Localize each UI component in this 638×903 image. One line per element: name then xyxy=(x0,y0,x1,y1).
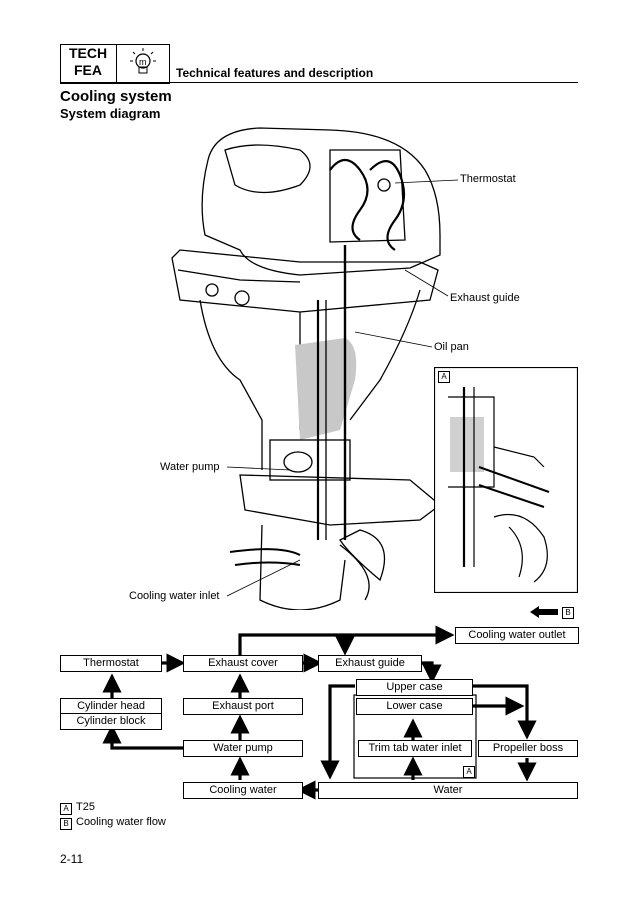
box-thermostat: Thermostat xyxy=(60,655,162,672)
box-exhaust-guide: Exhaust guide xyxy=(318,655,422,672)
box-lower-case: Lower case xyxy=(356,698,473,715)
legend-text-a: T25 xyxy=(76,801,95,813)
box-upper-case: Upper case xyxy=(356,679,473,696)
tech-fea-label: TECH FEA xyxy=(61,45,115,83)
legend-tag-b: B xyxy=(60,818,72,830)
flow-arrow-icon xyxy=(530,606,558,618)
box-trim-tab-water-inlet: Trim tab water inlet xyxy=(358,740,472,757)
box-cooling-water: Cooling water xyxy=(183,782,303,799)
box-cylinder-block: Cylinder block xyxy=(60,713,162,730)
tech-label: TECH xyxy=(68,45,108,61)
lightbulb-icon: m xyxy=(130,48,156,74)
label-thermostat: Thermostat xyxy=(460,173,516,185)
header-rule xyxy=(60,82,578,83)
section-title: Technical features and description xyxy=(176,66,374,80)
box-exhaust-cover: Exhaust cover xyxy=(183,655,303,672)
inset-a-tag: A xyxy=(438,371,450,383)
box-propeller-boss: Propeller boss xyxy=(478,740,578,757)
flow-tag-b: B xyxy=(562,607,574,619)
box-exhaust-port: Exhaust port xyxy=(183,698,303,715)
svg-text:m: m xyxy=(139,57,147,67)
inset-a-illustration xyxy=(434,367,578,593)
fea-label: FEA xyxy=(74,62,102,78)
flow-tag-a: A xyxy=(463,766,475,778)
legend-tag-a: A xyxy=(60,803,72,815)
header-divider xyxy=(116,44,117,84)
label-oil-pan: Oil pan xyxy=(434,341,469,353)
box-water: Water xyxy=(318,782,578,799)
box-water-pump: Water pump xyxy=(183,740,303,757)
engine-illustration xyxy=(171,127,459,610)
page-number: 2-11 xyxy=(60,852,84,866)
header-box xyxy=(60,44,170,84)
page-subtitle: System diagram xyxy=(60,106,161,121)
box-cooling-water-outlet: Cooling water outlet xyxy=(455,627,579,644)
label-cooling-water-inlet: Cooling water inlet xyxy=(129,590,220,602)
label-exhaust-guide: Exhaust guide xyxy=(450,292,520,304)
label-water-pump: Water pump xyxy=(160,461,220,473)
legend-text-b: Cooling water flow xyxy=(76,816,166,828)
page-title: Cooling system xyxy=(60,88,172,105)
